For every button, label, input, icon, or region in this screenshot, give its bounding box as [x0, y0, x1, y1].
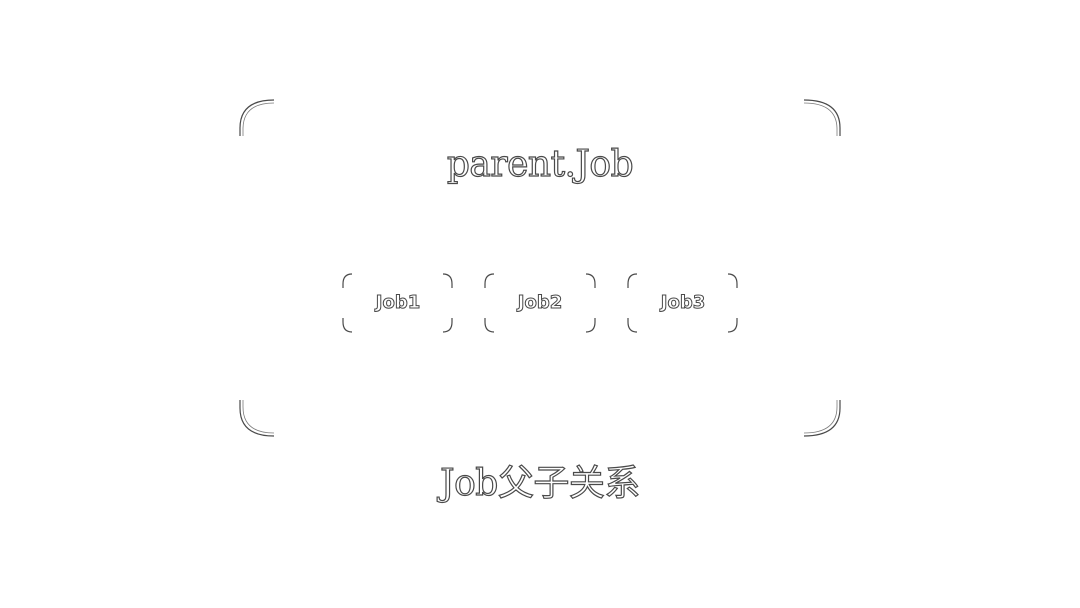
parent-corner-bottom-right-inner	[803, 400, 838, 434]
parent-corner-top-right	[803, 99, 841, 136]
parent-corner-bottom-right	[803, 400, 841, 437]
parent-corner-top-right-inner	[803, 102, 838, 136]
job3-box-corners	[627, 273, 738, 333]
job3-label: Job3	[660, 292, 706, 314]
job1-label: Job1	[375, 292, 421, 314]
job2-label: Job2	[517, 292, 563, 314]
job2-box-corners	[484, 273, 596, 333]
job1-box-corners	[342, 273, 453, 333]
parent-job-label: parent.Job	[446, 143, 634, 185]
diagram-caption: Job父子关系	[440, 462, 641, 504]
parent-corner-top-left-inner	[242, 102, 275, 136]
parent-corner-bottom-left	[239, 400, 275, 437]
parent-corner-top-left	[239, 99, 275, 136]
parent-corner-bottom-left-inner	[242, 400, 275, 434]
parent-box-corners	[239, 99, 841, 437]
